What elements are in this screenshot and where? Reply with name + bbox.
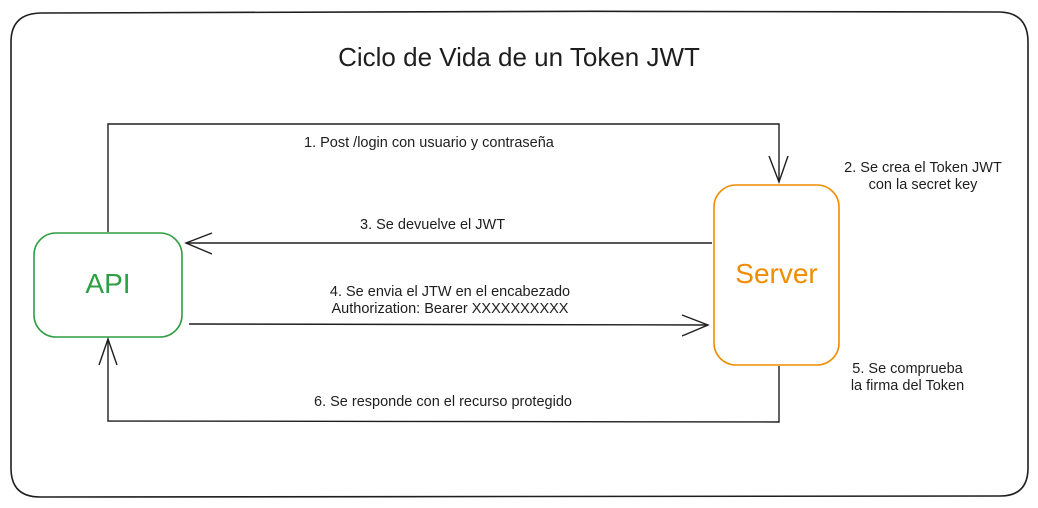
step2-label: 2. Se crea el Token JWT con la secret ke… — [828, 160, 1018, 195]
step3-label: 3. Se devuelve el JWT — [360, 217, 506, 233]
step1-label: 1. Post /login con usuario y contraseña — [304, 135, 554, 151]
api-node-label: API — [85, 268, 131, 299]
step4-label: 4. Se envia el JTW en el encabezado Auth… — [300, 284, 600, 319]
diagram-title: Ciclo de Vida de un Token JWT — [338, 42, 700, 72]
step4-line2: Authorization: Bearer XXXXXXXXXX — [331, 301, 569, 318]
step2-line2: con la secret key — [868, 177, 978, 194]
step5-line2: la firma del Token — [850, 378, 965, 395]
arrow-step3-head — [184, 232, 213, 255]
step4-line1: 4. Se envia el JTW en el encabezado — [329, 284, 571, 300]
arrow-step6-head — [98, 336, 118, 366]
outer-frame — [10, 10, 1029, 498]
server-node-box — [713, 184, 840, 366]
step2-line1: 2. Se crea el Token JWT — [844, 160, 1002, 176]
arrow-step4-head — [681, 314, 710, 337]
step6-label: 6. Se responde con el recurso protegido — [314, 394, 572, 410]
arrow-step4 — [188, 323, 709, 326]
arrow-step1-head — [768, 155, 789, 185]
arrow-step6 — [107, 339, 780, 423]
step5-label: 5. Se comprueba la firma del Token — [830, 361, 985, 396]
server-node-label: Server — [735, 258, 818, 289]
step5-line1: 5. Se comprueba — [852, 361, 963, 377]
arrow-step1 — [107, 123, 780, 232]
